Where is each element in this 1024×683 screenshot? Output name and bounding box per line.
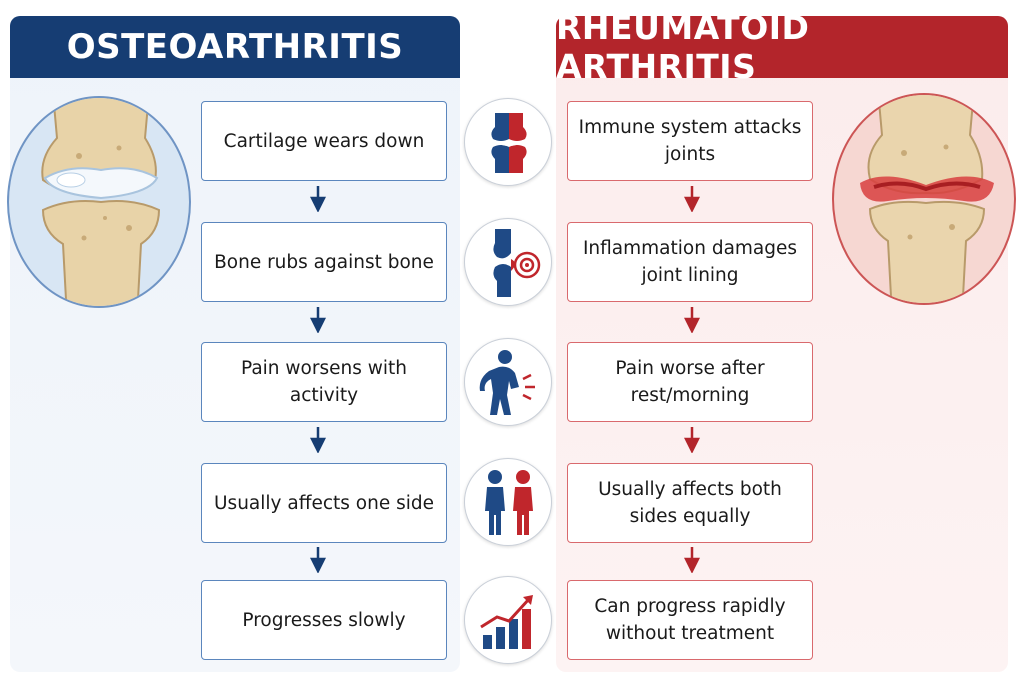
oa-step-5: Progresses slowly <box>201 580 447 660</box>
rising-bar-chart-icon <box>464 576 552 664</box>
ra-step-4: Usually affects both sides equally <box>567 463 813 543</box>
oa-step-1: Cartilage wears down <box>201 101 447 181</box>
joint-pain-icon <box>464 218 552 306</box>
osteoarthritis-title: OSTEOARTHRITIS <box>10 16 460 78</box>
oa-arrow-down-icon <box>310 547 326 573</box>
ra-arrow-down-icon <box>684 547 700 573</box>
oa-arrow-down-icon <box>310 307 326 333</box>
oa-step-3: Pain worsens with activity <box>201 342 447 422</box>
ra-step-3: Pain worse after rest/morning <box>567 342 813 422</box>
oa-arrow-down-icon <box>310 427 326 453</box>
ra-arrow-down-icon <box>684 307 700 333</box>
joint-icon <box>464 98 552 186</box>
ra-step-5: Can progress rapidly without treatment <box>567 580 813 660</box>
oa-step-4: Usually affects one side <box>201 463 447 543</box>
two-people-icon <box>464 458 552 546</box>
person-in-pain-icon <box>464 338 552 426</box>
oa-arrow-down-icon <box>310 186 326 212</box>
ra-step-2: Inflammation damages joint lining <box>567 222 813 302</box>
knee-inflamed-icon <box>860 95 994 303</box>
ra-arrow-down-icon <box>684 186 700 212</box>
ra-arrow-down-icon <box>684 427 700 453</box>
knee-worn-cartilage-icon <box>41 98 161 306</box>
ra-step-1: Immune system attacks joints <box>567 101 813 181</box>
rheumatoid-knee-illustration <box>832 93 1016 305</box>
oa-step-2: Bone rubs against bone <box>201 222 447 302</box>
osteoarthritis-knee-illustration <box>7 96 191 308</box>
rheumatoid-arthritis-title: RHEUMATOID ARTHRITIS <box>556 8 1008 86</box>
